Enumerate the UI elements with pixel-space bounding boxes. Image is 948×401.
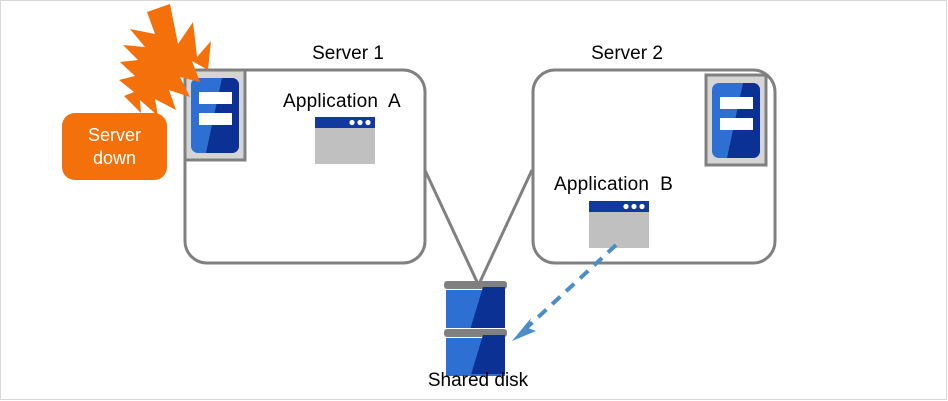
server-tower-icon [704, 73, 768, 167]
connector-server2-to-disk [477, 169, 534, 285]
explosion-burst-icon [119, 4, 211, 116]
shared-disk-label: Shared disk [427, 370, 529, 391]
server-1-title: Server 1 [312, 43, 384, 64]
disk-stack-icon [444, 281, 507, 376]
application-window-icon [589, 201, 649, 248]
application-b-label: Application B [554, 174, 673, 195]
server-down-badge-line1: Server [87, 125, 141, 145]
server-tower-icon [183, 68, 247, 162]
server-2-title: Server 2 [591, 43, 663, 64]
dashed-arrow-appb-to-disk [512, 243, 618, 341]
server-down-badge-line2: down [92, 148, 137, 168]
application-a-label: Application A [283, 91, 401, 112]
connector-server1-to-disk [422, 167, 480, 285]
application-window-icon [315, 117, 375, 164]
server-down-badge [62, 113, 167, 180]
